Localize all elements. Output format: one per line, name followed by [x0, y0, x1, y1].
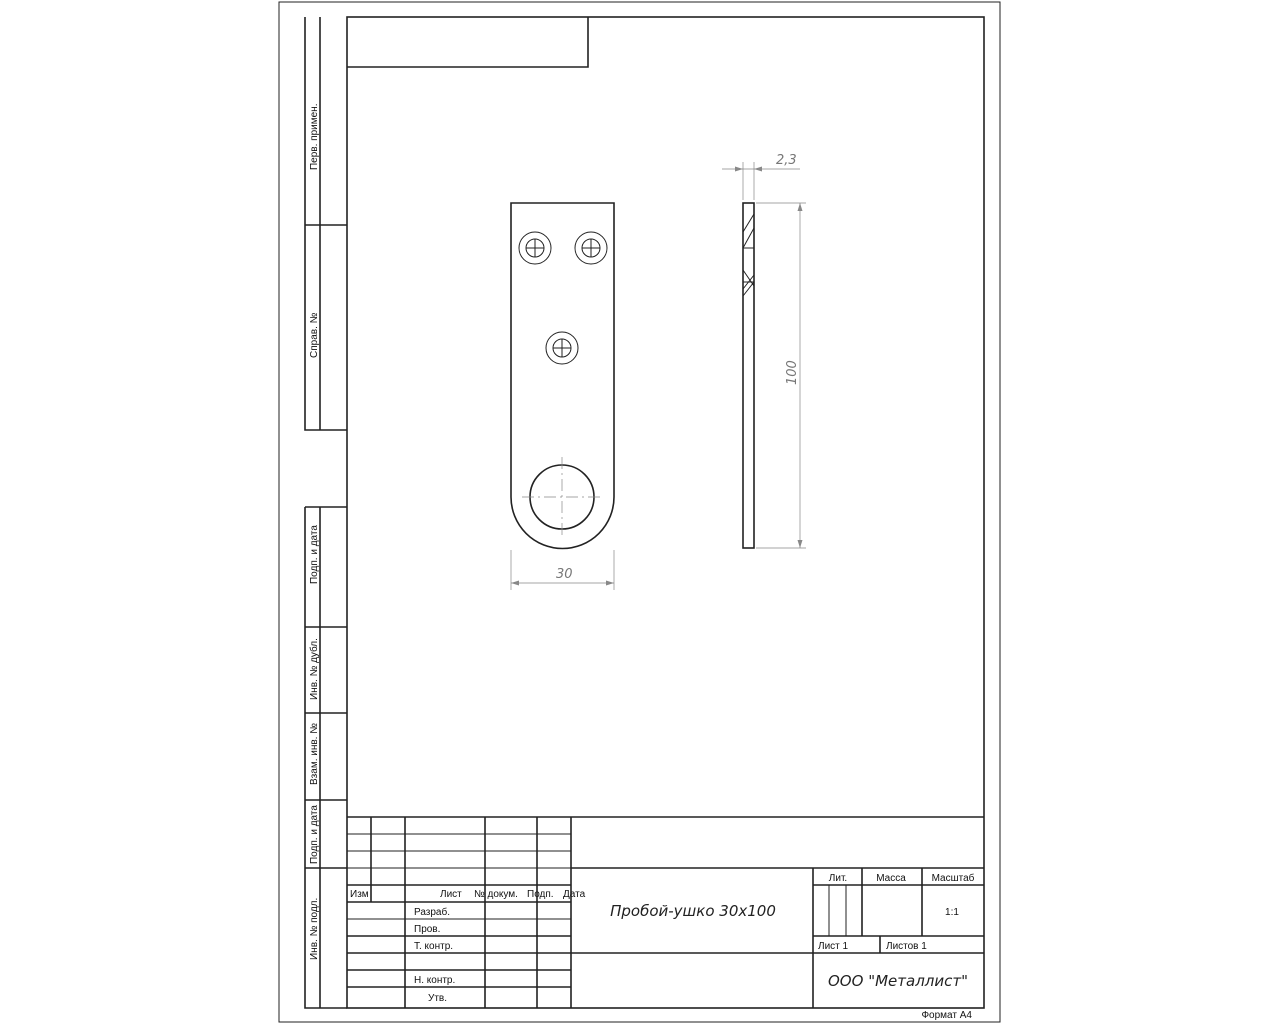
scale-value: 1:1: [945, 907, 959, 918]
header-no-dokum: № докум.: [474, 889, 518, 900]
format-label: Формат А4: [921, 1010, 972, 1021]
header-podp: Подп.: [527, 889, 554, 900]
stamp-vzam-inv: Взам. инв. №: [309, 723, 320, 785]
role-t-kontr: Т. контр.: [414, 941, 453, 952]
small-hole: [545, 331, 579, 365]
sheet-count: Листов 1: [886, 941, 927, 952]
thickness-dimension-label: 2,3: [776, 153, 797, 168]
organization: ООО "Металлист": [828, 972, 968, 990]
role-razrab: Разраб.: [414, 906, 450, 918]
part-name: Пробой-ушко 30х100: [610, 902, 776, 920]
stamp-podp-data-2: Подп. и дата: [309, 805, 320, 864]
side-stamps: Перв. примен. Справ. № Подп. и дата Инв.…: [304, 17, 347, 1009]
stamp-perv-primen: Перв. примен.: [309, 104, 320, 170]
massa-label: Масса: [876, 873, 906, 884]
length-dimension: 100: [756, 202, 806, 549]
header-list: Лист: [440, 889, 462, 900]
stamp-inv-dubl: Инв. № дубл.: [308, 638, 320, 700]
role-n-kontr: Н. контр.: [414, 975, 455, 986]
stamp-inv-podl: Инв. № подл.: [309, 898, 320, 960]
side-view: 100 2,3: [722, 153, 806, 549]
width-dimension-label: 30: [556, 567, 573, 582]
role-utv: Утв.: [428, 993, 447, 1004]
sheet-number: Лист 1: [818, 941, 849, 952]
small-hole: [518, 231, 552, 265]
sheet-frame: [278, 1, 1001, 1023]
small-hole: [574, 231, 608, 265]
front-view: 30: [510, 202, 615, 590]
header-izm: Изм: [350, 889, 369, 900]
title-block: Изм Лист № докум. Подп. Дата Разраб. Про…: [347, 816, 984, 1021]
header-data: Дата: [563, 889, 586, 900]
thickness-dimension: 2,3: [722, 153, 800, 200]
stamp-sprav-no: Справ. №: [309, 312, 320, 358]
role-prov: Пров.: [414, 924, 440, 935]
length-dimension-label: 100: [785, 360, 800, 385]
stamp-podp-data-1: Подп. и дата: [309, 525, 320, 584]
lit-label: Лит.: [829, 873, 847, 884]
large-hole: [522, 457, 602, 537]
width-dimension: 30: [510, 550, 615, 590]
masshtab-label: Масштаб: [932, 872, 975, 884]
